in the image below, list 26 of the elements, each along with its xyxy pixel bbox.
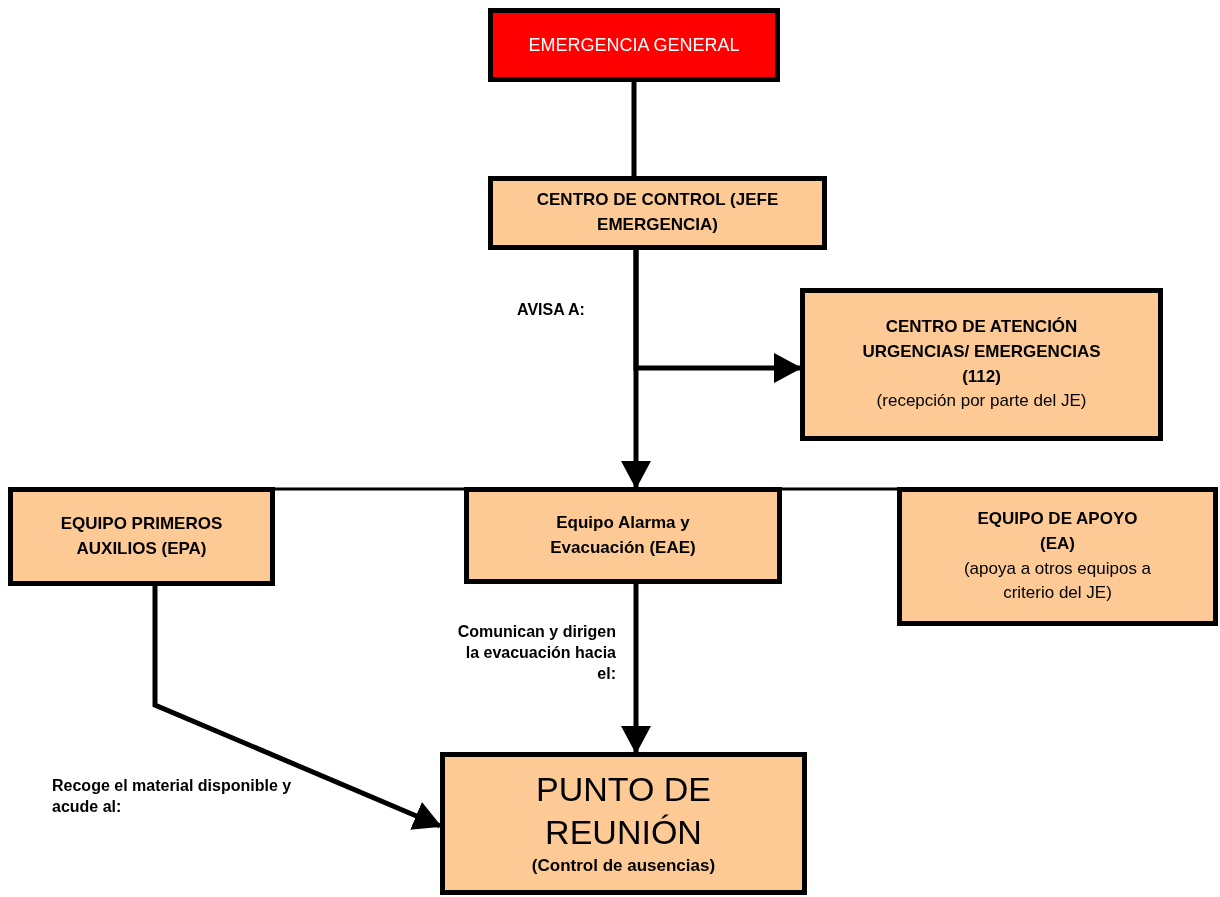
- process-box: [897, 487, 1218, 626]
- box-title: EQUIPO PRIMEROS AUXILIOS (EPA): [59, 512, 224, 560]
- arrow: [152, 586, 442, 830]
- arrow: [633, 250, 802, 383]
- box-note: (Control de ausencias): [531, 855, 716, 878]
- connector-line: [631, 82, 637, 176]
- connector-line: [782, 487, 897, 491]
- process-box: [800, 288, 1163, 441]
- box-title: CENTRO DE ATENCIÓN URGENCIAS/ EMERGENCIAS (112): [861, 316, 1102, 388]
- connector-line: [275, 487, 464, 491]
- box-title: PUNTO DE REUNIÓN: [534, 769, 713, 853]
- box-title: EQUIPO DE APOYO (EA): [976, 508, 1139, 555]
- process-box: [464, 487, 782, 584]
- box-title: EMERGENCIA GENERAL: [528, 33, 740, 57]
- box-note: (apoya a otros equipos a criterio del JE): [962, 557, 1153, 605]
- box-title: Equipo Alarma y Evacuación (EAE): [549, 511, 697, 559]
- box-title: CENTRO DE CONTROL (JEFE EMERGENCIA): [535, 189, 780, 236]
- process-box: [8, 487, 275, 586]
- process-box: [440, 752, 807, 895]
- box-note: (recepción por parte del JE): [876, 390, 1087, 413]
- edge-label: Comunican y dirigen la evacuación hacia el:: [456, 622, 616, 684]
- arrow: [621, 584, 651, 754]
- alert-box: [488, 8, 780, 82]
- edge-label: Recoge el material disponible y acude al:: [52, 776, 293, 817]
- edge-label: AVISA A:: [516, 300, 586, 320]
- process-box: [488, 176, 827, 250]
